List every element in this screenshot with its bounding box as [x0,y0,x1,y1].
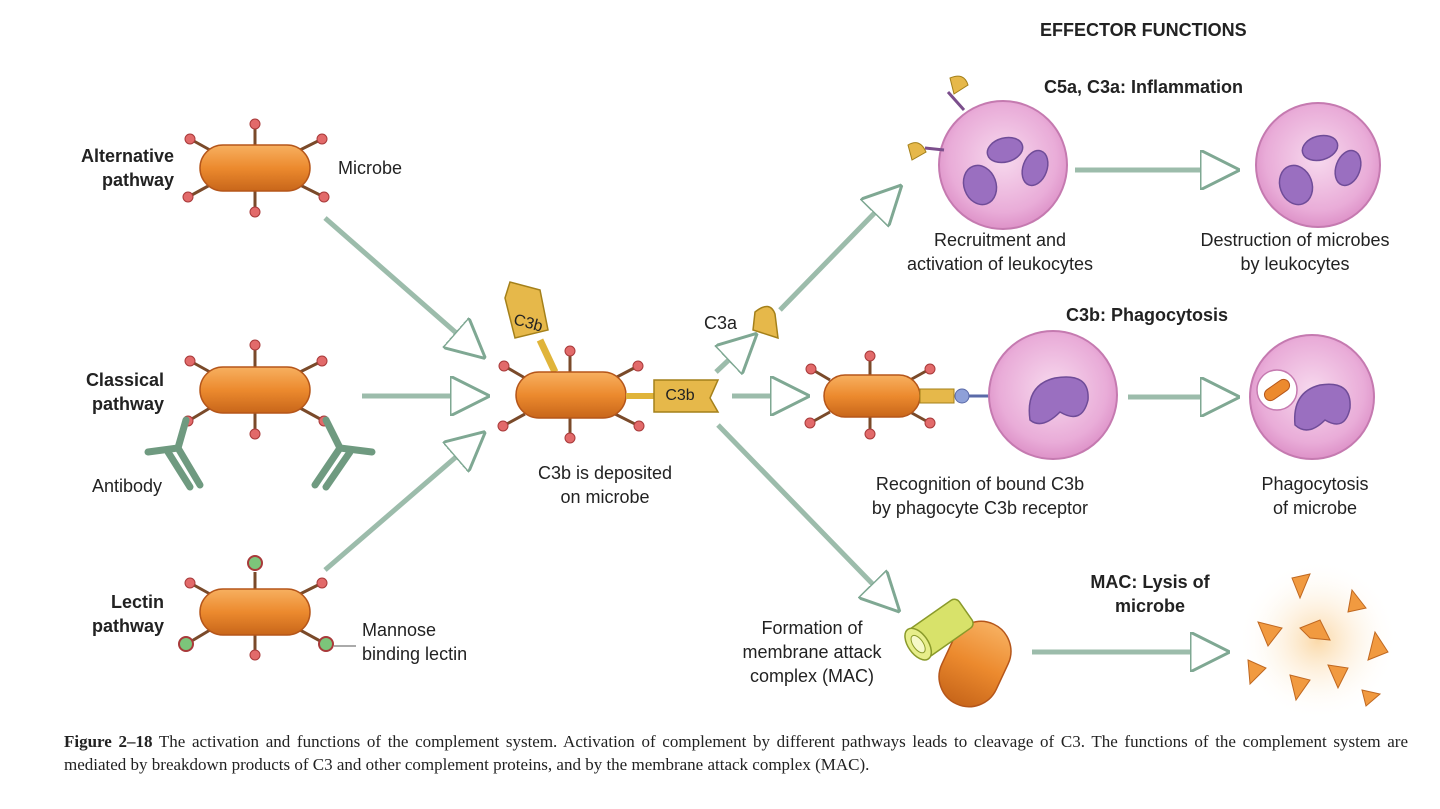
microbe-bound-c3b [804,350,990,440]
destruction-label: Destruction of microbes by leukocytes [1200,230,1390,274]
c3a-fragment [752,305,779,340]
arrow-c3a-short [714,340,750,372]
c3b-deposited-label: C3b is deposited on microbe [537,463,673,507]
recruitment-label: Recruitment and activation of leukocytes [906,230,1094,274]
antibody-left [144,416,204,491]
antibody-label: Antibody [92,476,163,496]
phagocyte [988,330,1118,460]
leukocyte-recruited [907,75,1068,230]
arrow-c3b-to-mac [716,423,893,605]
leukocyte-destruction [1255,102,1381,228]
figure-caption-text: The activation and functions of the comp… [64,732,1408,774]
microbe-alternative [182,118,330,218]
arrow-alternative-to-c3b [323,216,478,352]
phagocytosis-of-microbe-label: Phagocytosis of microbe [1261,474,1369,518]
lectin-pathway-label: Lectin pathway [91,592,164,636]
arrow-c3b-to-inflammation [778,192,895,312]
phagocytosis-heading: C3b: Phagocytosis [1066,305,1229,325]
effector-functions-header: EFFECTOR FUNCTIONS [1040,20,1247,40]
figure-caption: Figure 2–18 The activation and functions… [64,730,1408,776]
microbe-c3b-deposited [497,281,720,444]
formation-mac-label: Formation of membrane attack complex (MA… [742,618,882,686]
figure-number: Figure 2–18 [64,732,153,751]
lysed-microbe [1238,560,1398,720]
antibody-right [311,416,376,491]
recognition-label: Recognition of bound C3b by phagocyte C3… [871,474,1089,518]
lysis-heading: MAC: Lysis of microbe [1090,572,1210,616]
c3b-tag-right-label: C3b [665,387,695,404]
alternative-pathway-label: Alternative pathway [80,146,174,190]
microbe-label: Microbe [338,158,403,178]
microbe-classical [182,339,330,440]
arrow-lectin-to-c3b [323,438,478,572]
microbe-lectin [178,555,334,661]
c3a-label: C3a [704,313,738,333]
inflammation-heading: C5a, C3a: Inflammation [1044,77,1244,97]
classical-pathway-label: Classical pathway [85,370,164,414]
arrows [323,170,1230,652]
mannose-binding-lectin-label: Mannose binding lectin [362,620,468,664]
mac-complex [904,598,1012,708]
phagocytosis-cell [1249,334,1375,460]
